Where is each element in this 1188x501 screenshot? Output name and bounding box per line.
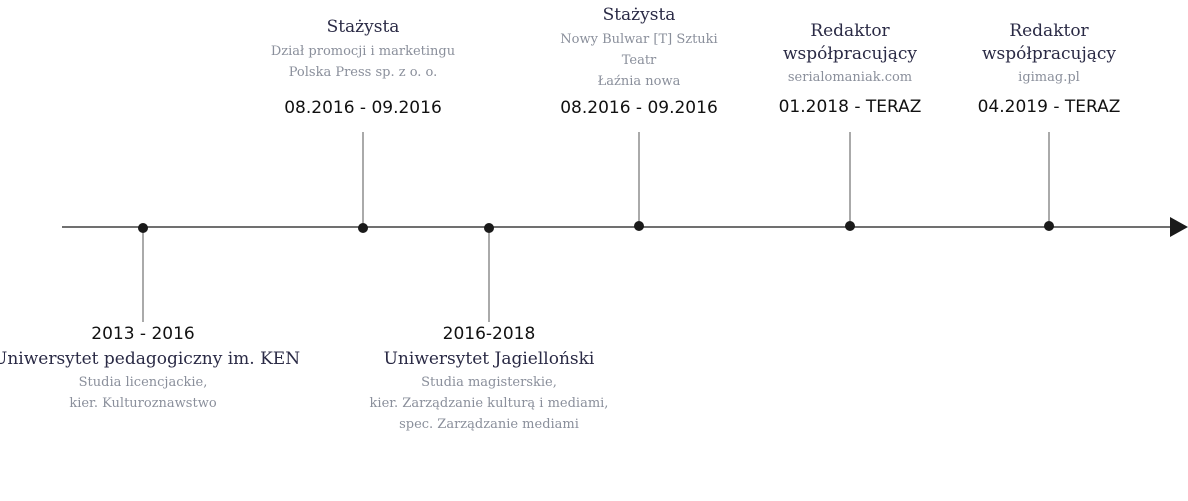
event-detail: igimag.pl	[1018, 70, 1080, 85]
event-editor-igimag: Redaktor współpracujący igimag.pl 04.201…	[944, 20, 1154, 117]
event-detail: Dział promocji i marketingu	[270, 44, 456, 59]
timeline-arrowhead	[1170, 217, 1188, 237]
event-title: Uniwersytet Jagielloński	[383, 349, 595, 369]
event-date: 04.2019 - TERAZ	[977, 97, 1121, 117]
event-title: Stażysta	[602, 5, 676, 25]
event-title: współpracujący	[782, 44, 918, 64]
event-date: 2013 - 2016	[91, 324, 195, 344]
event-detail: spec. Zarządzanie mediami	[399, 417, 579, 432]
event-editor-serialomaniak: Redaktor współpracujący serialomaniak.co…	[745, 20, 955, 117]
milestone-dot-2013	[138, 223, 148, 233]
event-title: Redaktor	[810, 21, 890, 41]
event-education-ken: 2013 - 2016 Uniwersytet pedagogiczny im.…	[0, 324, 301, 414]
event-date: 08.2016 - 09.2016	[560, 98, 718, 118]
event-title: Stażysta	[326, 17, 400, 37]
event-education-uj: 2016-2018 Uniwersytet Jagielloński Studi…	[314, 324, 664, 435]
event-detail: Studia licencjackie,	[78, 375, 208, 390]
event-detail: kier. Zarządzanie kulturą i mediami,	[369, 396, 609, 411]
event-detail: Łaźnia nowa	[597, 74, 681, 89]
event-detail: Studia magisterskie,	[421, 375, 557, 390]
event-title: współpracujący	[981, 44, 1117, 64]
milestone-dot-2016	[484, 223, 494, 233]
milestone-dot-redaktor-2	[1044, 221, 1054, 231]
event-internship-teatr: Stażysta Nowy Bulwar [T] Sztuki Teatr Ła…	[489, 4, 789, 118]
event-detail: Nowy Bulwar [T] Sztuki	[560, 32, 718, 47]
event-date: 01.2018 - TERAZ	[778, 97, 922, 117]
event-title: Redaktor	[1009, 21, 1089, 41]
event-internship-polska-press: Stażysta Dział promocji i marketingu Pol…	[213, 16, 513, 118]
event-detail: serialomaniak.com	[787, 70, 913, 85]
event-date: 2016-2018	[442, 324, 536, 344]
milestone-dot-redaktor-1	[845, 221, 855, 231]
event-detail: Polska Press sp. z o. o.	[288, 65, 438, 80]
event-date: 08.2016 - 09.2016	[284, 98, 442, 118]
milestone-dot-stazysta-1	[358, 223, 368, 233]
milestone-dot-stazysta-2	[634, 221, 644, 231]
event-detail: Teatr	[621, 53, 657, 68]
event-title: Uniwersytet pedagogiczny im. KEN	[0, 349, 301, 369]
event-detail: kier. Kulturoznawstwo	[69, 396, 217, 411]
